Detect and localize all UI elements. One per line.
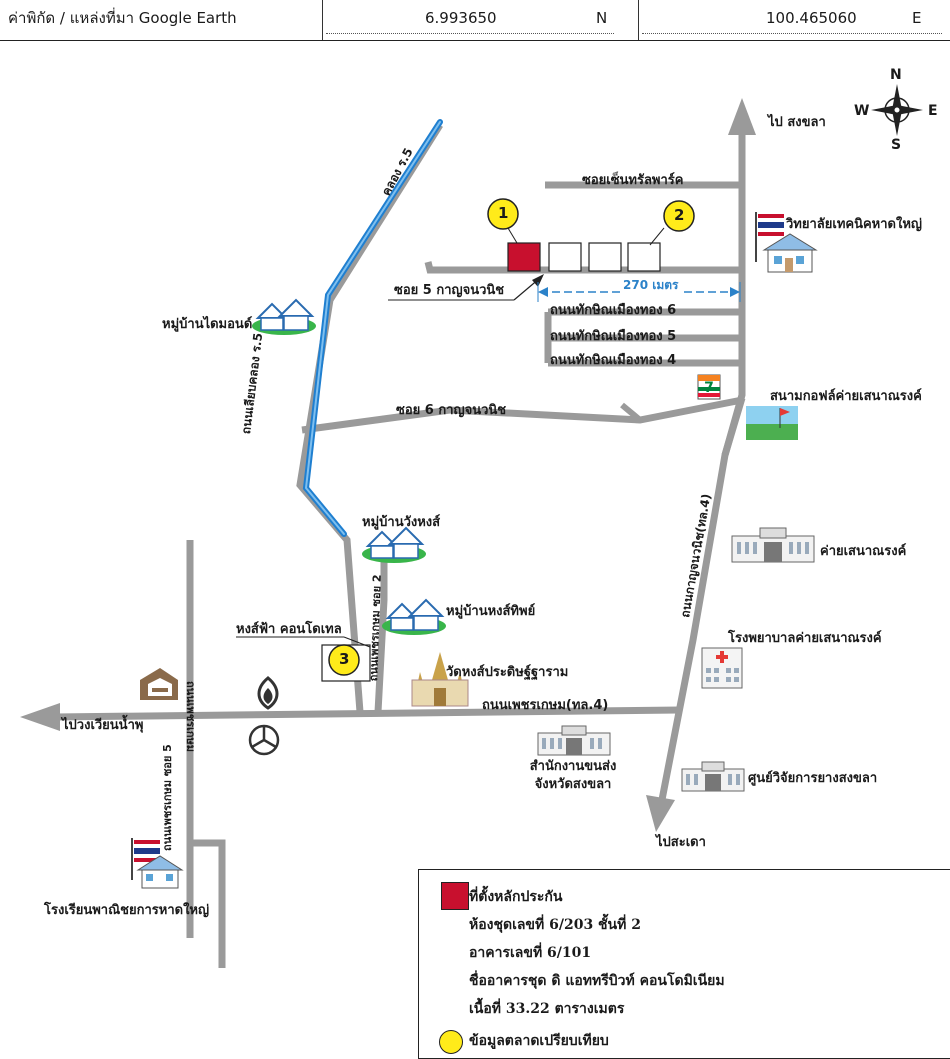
tech-college-icon (755, 212, 818, 273)
mall-logo-icon (140, 668, 178, 700)
legend-collateral: ที่ตั้งหลักประกัน (469, 889, 563, 905)
label-to-sadao: ไปสะเดา (656, 835, 706, 850)
legend-collateral-swatch (441, 882, 469, 910)
legend-building: อาคารเลขที่ 6/101 (469, 945, 592, 961)
label-diamond-village: หมู่บ้านไดมอนด์ (162, 317, 253, 332)
map-legend: ที่ตั้งหลักประกัน ห้องชุดเลขที่ 6/203 ชั… (418, 869, 950, 1059)
diamond-village-icon (252, 298, 316, 335)
label-muangthong5: ถนนทักษิณเมืองทอง 5 (550, 329, 677, 344)
plot-leader-line (649, 227, 665, 246)
coordinate-header: ค่าพิกัด / แหล่งที่มา Google Earth 6.993… (0, 0, 950, 41)
label-transport-office-1: สำนักงานขนส่ง (529, 759, 617, 774)
marker-2 (663, 200, 695, 232)
compass-south: S (891, 137, 902, 153)
legend-unit: ห้องชุดเลขที่ 6/203 ชั้นที่ 2 (469, 917, 641, 933)
label-hospital: โรงพยาบาลค่ายเสนาณรงค์ (728, 631, 882, 646)
dotted-underline (326, 33, 614, 34)
legend-comparison-swatch (439, 1030, 463, 1054)
label-commerce-school: โรงเรียนพาณิชยการหาดใหญ่ (44, 903, 210, 918)
header-divider (638, 0, 639, 40)
phetkasem-road (54, 706, 681, 721)
label-muangthong6: ถนนทักษิณเมืองทอง 6 (550, 303, 677, 318)
label-soi6: ซอย 6 กาญจนวนิช (396, 403, 507, 418)
latitude-direction: N (596, 9, 608, 27)
collateral-plot (507, 242, 541, 272)
label-golf-course: สนามกอฟล์ค่ายเสนาณรงค์ (770, 389, 922, 404)
header-divider (322, 0, 323, 40)
arrow-west (20, 703, 60, 731)
seven-eleven-icon: 7 (697, 374, 721, 400)
compass-east: E (928, 103, 938, 119)
dotted-underline (642, 33, 942, 34)
plot-box (627, 242, 661, 272)
plot-box (548, 242, 582, 272)
wang-village-icon (362, 526, 426, 563)
arrow-south (646, 795, 675, 832)
legend-area: เนื้อที่ 33.22 ตารางเมตร (469, 1001, 625, 1017)
ptt-logo-icon (257, 676, 279, 710)
soi5-road (424, 261, 742, 274)
label-wang-village: หมู่บ้านวังหงส์ (362, 515, 441, 530)
label-transport-office-2: จังหวัดสงขลา (534, 777, 612, 792)
label-distance: 270 เมตร (620, 277, 682, 293)
label-tech-college: วิทยาลัยเทคนิคหาดใหญ่ (786, 217, 922, 232)
label-to-wiang: ไปวงเวียนน้ำพุ (62, 718, 144, 733)
compass-west: W (854, 103, 870, 119)
label-soi5: ซอย 5 กาญจนวนิช (394, 283, 505, 298)
arrow-north (728, 98, 756, 135)
label-wat: วัดหงส์ประดิษฐ์ฐาราม (446, 665, 569, 680)
label-phetkasem-road-vertical: ถนนเพชรเกษม (184, 681, 197, 753)
side-road-lower (190, 839, 226, 968)
klong-side-road (296, 123, 443, 713)
golf-course-icon (746, 406, 798, 440)
longitude-value: 100.465060 (766, 9, 857, 27)
soi6-stub (620, 402, 642, 423)
label-phetkasem: ถนนเพชรเกษม(ทล.4) (482, 698, 609, 713)
marker-2-number: 2 (674, 206, 685, 224)
legend-comparison: ข้อมูลตลาดเปรียบเทียบ (469, 1033, 609, 1049)
label-rubber-center: ศูนย์วิจัยการยางสงขลา (748, 771, 878, 786)
temple-icon (411, 652, 469, 707)
label-to-songkhla: ไป สงขลา (768, 115, 826, 130)
marker-1 (487, 198, 519, 244)
compass-icon (871, 84, 923, 136)
phetkasem-soi2-road (374, 545, 388, 713)
seven-eleven-logo-text: 7 (704, 380, 714, 396)
camp-building-icon (731, 527, 815, 563)
mercedes-logo-icon (248, 724, 280, 756)
canal-klong-r5 (302, 119, 443, 537)
label-muangthong4: ถนนทักษิณเมืองทอง 4 (550, 353, 677, 368)
rubber-center-icon (681, 761, 745, 792)
label-camp: ค่ายเสนาณรงค์ (820, 544, 907, 559)
longitude-direction: E (912, 9, 922, 27)
school-icon (131, 838, 184, 889)
coordinate-source-label: ค่าพิกัด / แหล่งที่มา Google Earth (8, 9, 237, 27)
legend-project: ชื่ออาคารชุด ดิ แอททรีบิวท์ คอนโดมิเนียม (469, 973, 725, 989)
hongthip-village-icon (382, 598, 446, 635)
label-hongthip-village: หมู่บ้านหงส์ทิพย์ (446, 604, 536, 619)
compass-north: N (890, 67, 902, 83)
marker-3 (328, 644, 360, 676)
marker-3-number: 3 (339, 650, 350, 668)
location-map: 7 (0, 41, 950, 1057)
latitude-value: 6.993650 (425, 9, 497, 27)
label-phetkasem-soi5: ถนนเพชรเกษม ซอย 5 (161, 744, 174, 851)
plot-box (588, 242, 622, 272)
transport-office-icon (537, 725, 611, 756)
map-canvas: 7 (20, 84, 923, 968)
label-hongfah-condotel: หงส์ฟ้า คอนโดเทล (236, 622, 342, 637)
roads (54, 123, 746, 968)
soi5-road-corner (721, 396, 746, 457)
hospital-icon (701, 647, 743, 689)
label-soi-central-park: ซอยเซ็นทรัลพาร์ค (582, 173, 684, 188)
marker-1-number: 1 (498, 204, 509, 222)
soi6-road (301, 396, 743, 434)
